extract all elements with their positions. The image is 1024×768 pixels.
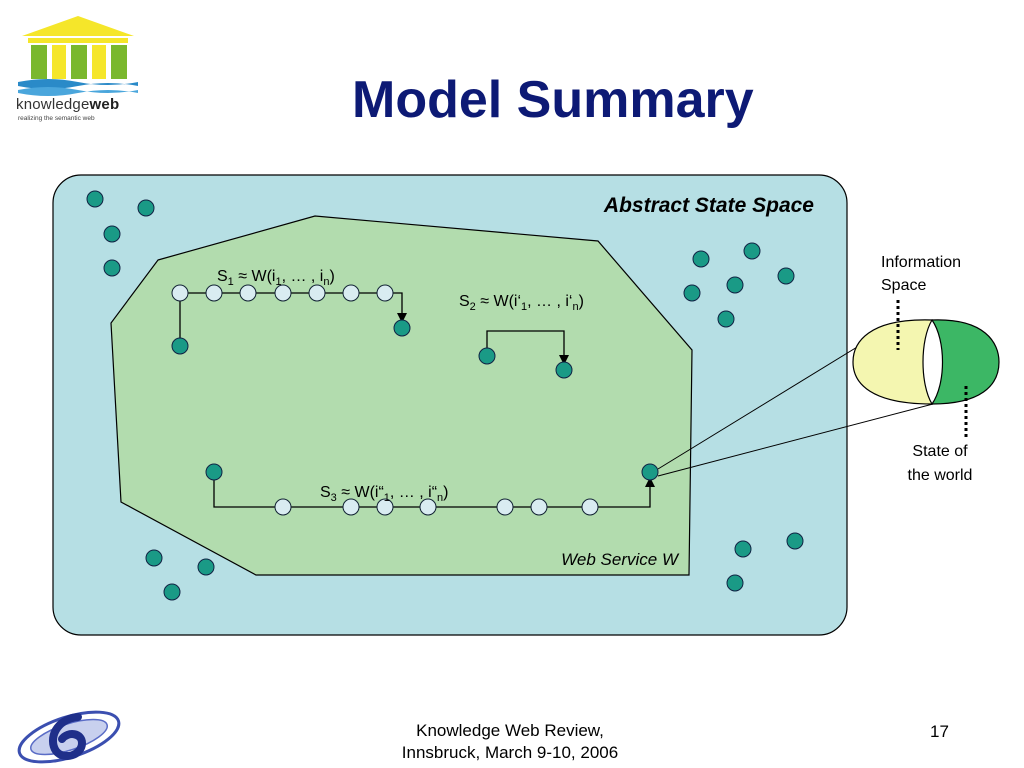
intermediate-state: [205, 284, 223, 302]
zoom-line: [657, 332, 881, 470]
end-state: [393, 319, 411, 337]
logo-roof: [22, 16, 134, 36]
intermediate-state: [274, 498, 292, 516]
intermediate-state: [581, 498, 599, 516]
knowledgeweb-logo: [18, 16, 138, 96]
state-dot: [717, 310, 735, 328]
state-dot: [683, 284, 701, 302]
end-state: [555, 361, 573, 379]
intermediate-state: [171, 284, 189, 302]
fp6-six-glyph: [48, 713, 87, 761]
logo-pillar: [92, 45, 106, 79]
slide-title: Model Summary: [352, 71, 754, 129]
logo-wave: [18, 79, 138, 89]
information-space-shape: [852, 319, 934, 405]
execution-s1-label: S1 ≈ W(i1, … , in): [217, 268, 335, 288]
state-dot: [137, 199, 155, 217]
logo-pillar: [52, 45, 66, 79]
state-dot: [145, 549, 163, 567]
state-of-world-shape: [930, 319, 1000, 405]
footer-line1: Knowledge Web Review,: [416, 721, 604, 740]
intermediate-state: [308, 284, 326, 302]
intermediate-state: [530, 498, 548, 516]
end-state: [641, 463, 659, 481]
execution-s3-label: S3 ≈ W(i“1, … , i“n): [320, 484, 448, 504]
information-space-label-line2: Space: [881, 277, 926, 294]
web-service-region: [110, 215, 693, 576]
state-dot: [726, 574, 744, 592]
logo-word-regular: knowledge: [16, 96, 90, 113]
footer-text: Knowledge Web Review, Innsbruck, March 9…: [340, 720, 680, 764]
execution-s1: S1 ≈ W(i1, … , in): [171, 268, 411, 355]
state-dot: [163, 583, 181, 601]
start-state: [478, 347, 496, 365]
intermediate-state: [376, 284, 394, 302]
state-of-world-label-line1: State of: [912, 443, 968, 460]
state-dot: [777, 267, 795, 285]
intermediate-state: [239, 284, 257, 302]
world-states: [86, 190, 804, 601]
information-space-label-line1: Information: [881, 254, 961, 271]
page-number: 17: [930, 722, 949, 741]
logo-word-bold: web: [89, 96, 120, 113]
web-service-label: Web Service W: [561, 550, 680, 569]
start-state: [205, 463, 223, 481]
state-dot: [692, 250, 710, 268]
intermediate-state: [342, 498, 360, 516]
state-dot: [103, 259, 121, 277]
execution-s2-path: [486, 330, 569, 365]
state-detail: Information Space State of the world: [852, 254, 1000, 484]
fp6-logo: [17, 710, 121, 764]
logo-pillar: [31, 45, 47, 79]
intermediate-state: [419, 498, 437, 516]
execution-s2: S2 ≈ W(i‘1, … , i‘n): [459, 293, 584, 379]
logo-wordmark: knowledgeweb: [16, 96, 119, 113]
state-dot: [726, 276, 744, 294]
logo-beam: [28, 38, 128, 43]
zoom-line: [657, 403, 934, 477]
logo-wave: [18, 87, 138, 96]
state-dot: [786, 532, 804, 550]
logo-tagline: realizing the semantic web: [18, 115, 95, 122]
logo-pillar: [111, 45, 127, 79]
state-dot: [86, 190, 104, 208]
intermediate-state: [496, 498, 514, 516]
intermediate-state: [274, 284, 292, 302]
state-dot: [103, 225, 121, 243]
execution-s2-label: S2 ≈ W(i‘1, … , i‘n): [459, 293, 584, 313]
state-dot: [743, 242, 761, 260]
start-state: [171, 337, 189, 355]
abstract-state-space-label: Abstract State Space: [603, 194, 814, 217]
state-dot: [197, 558, 215, 576]
state-of-world-label-line2: the world: [908, 467, 973, 484]
intermediate-state: [342, 284, 360, 302]
logo-pillar: [71, 45, 87, 79]
state-dot: [734, 540, 752, 558]
footer-line2: Innsbruck, March 9-10, 2006: [401, 743, 619, 762]
intermediate-state: [376, 498, 394, 516]
execution-s3: S3 ≈ W(i“1, … , i“n): [205, 463, 659, 516]
